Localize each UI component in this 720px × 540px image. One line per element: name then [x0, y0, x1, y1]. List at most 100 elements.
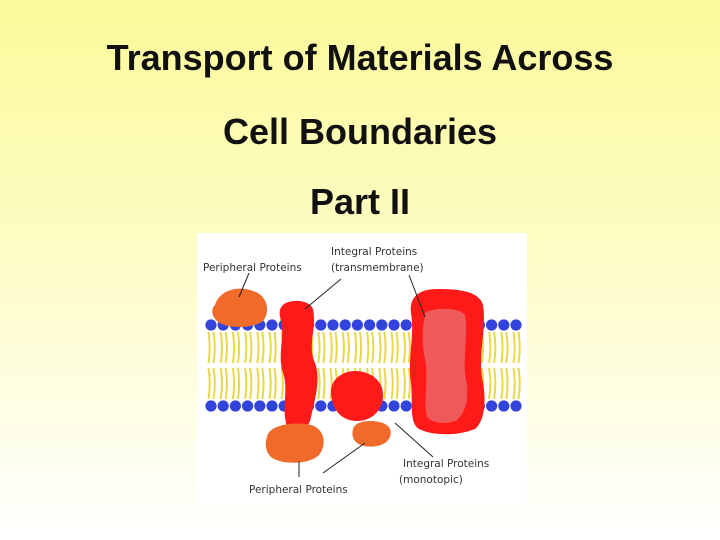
leader-line-integral-transmembrane-left	[305, 279, 341, 309]
peripheral-protein-bottom	[266, 424, 324, 463]
phospholipid-tail	[501, 368, 502, 399]
phospholipid-head	[486, 319, 497, 330]
phospholipid-tail	[519, 332, 520, 363]
phospholipid-tail	[506, 368, 507, 399]
phospholipid-tail	[318, 332, 319, 363]
integral-protein-transmembrane-left	[280, 301, 318, 431]
phospholipid-tail	[262, 368, 263, 399]
phospholipid-tail	[250, 368, 251, 399]
phospholipid-tail	[209, 368, 210, 399]
phospholipid-head	[266, 319, 277, 330]
phospholipid-tail	[270, 368, 271, 399]
phospholipid-tail	[323, 332, 324, 363]
phospholipid-tail	[233, 332, 234, 363]
slide-title-line-1: Transport of Materials Across	[0, 40, 720, 76]
phospholipid-tail	[409, 332, 410, 363]
label-integral-proteins-bottom-line1: Integral Proteins	[403, 458, 489, 470]
phospholipid-tail	[282, 368, 283, 399]
phospholipid-head	[352, 319, 363, 330]
phospholipid-tail	[226, 332, 227, 363]
phospholipid-tail	[238, 368, 239, 399]
phospholipid-tail	[257, 368, 258, 399]
integral-protein-channel-highlight	[423, 309, 468, 423]
phospholipid-tail	[489, 368, 490, 399]
phospholipid-tail	[404, 332, 405, 363]
phospholipid-head	[315, 319, 326, 330]
phospholipid-tail	[270, 332, 271, 363]
phospholipid-tail	[392, 368, 393, 399]
phospholipid-tail	[233, 368, 234, 399]
phospholipid-head	[401, 400, 412, 411]
phospholipid-head	[315, 400, 326, 411]
phospholipid-tail	[506, 332, 507, 363]
phospholipid-head	[242, 400, 253, 411]
phospholipid-head	[388, 319, 399, 330]
phospholipid-head	[205, 319, 216, 330]
slide-title-line-2: Cell Boundaries	[0, 114, 720, 150]
phospholipid-tail	[336, 332, 337, 363]
phospholipid-tail	[250, 332, 251, 363]
phospholipid-tail	[238, 332, 239, 363]
phospholipid-tail	[379, 332, 380, 363]
phospholipid-head	[254, 400, 265, 411]
phospholipid-head	[266, 400, 277, 411]
label-integral-proteins-bottom-line2: (monotopic)	[399, 474, 463, 486]
phospholipid-head	[510, 400, 521, 411]
phospholipid-head	[498, 400, 509, 411]
phospholipid-head	[388, 400, 399, 411]
phospholipid-tail	[331, 332, 332, 363]
phospholipid-head	[205, 400, 216, 411]
phospholipid-tail	[323, 368, 324, 399]
phospholipid-head	[486, 400, 497, 411]
phospholipid-tail	[514, 368, 515, 399]
phospholipid-tail	[275, 368, 276, 399]
phospholipid-head	[364, 319, 375, 330]
phospholipid-tail	[214, 368, 215, 399]
phospholipid-head	[230, 400, 241, 411]
label-peripheral-proteins-bottom: Peripheral Proteins	[249, 484, 348, 496]
phospholipid-tail	[245, 368, 246, 399]
phospholipid-tail	[501, 332, 502, 363]
phospholipid-tail	[489, 332, 490, 363]
phospholipid-head	[376, 319, 387, 330]
phospholipid-tail	[384, 368, 385, 399]
phospholipid-tail	[262, 332, 263, 363]
phospholipid-tail	[355, 332, 356, 363]
label-peripheral-proteins-top: Peripheral Proteins	[203, 262, 302, 274]
label-integral-proteins-top-line2: (transmembrane)	[331, 262, 424, 274]
phospholipid-tail	[494, 368, 495, 399]
cell-membrane-diagram: Peripheral Proteins Integral Proteins (t…	[197, 233, 527, 503]
phospholipid-tail	[221, 368, 222, 399]
phospholipid-tail	[494, 332, 495, 363]
phospholipid-tail	[397, 368, 398, 399]
phospholipid-tail	[409, 368, 410, 399]
phospholipid-tail	[343, 332, 344, 363]
label-integral-proteins-top-line1: Integral Proteins	[331, 246, 417, 258]
phospholipid-tail	[384, 332, 385, 363]
phospholipid-tail	[245, 332, 246, 363]
phospholipid-tail	[514, 332, 515, 363]
phospholipid-head	[510, 319, 521, 330]
integral-protein-monotopic	[331, 371, 383, 421]
phospholipid-tail	[221, 332, 222, 363]
peripheral-protein-monotopic-cap	[352, 421, 390, 447]
phospholipid-tail	[392, 332, 393, 363]
phospholipid-tail	[348, 332, 349, 363]
phospholipid-tail	[372, 332, 373, 363]
slide-title-line-3: Part II	[0, 184, 720, 220]
phospholipid-tail	[397, 332, 398, 363]
phospholipid-head	[498, 319, 509, 330]
phospholipid-tail	[404, 368, 405, 399]
phospholipid-tail	[226, 368, 227, 399]
leader-line-peripheral-monotopic	[323, 443, 365, 473]
phospholipid-head	[218, 400, 229, 411]
phospholipid-tail	[209, 332, 210, 363]
membrane-svg: Peripheral Proteins Integral Proteins (t…	[197, 233, 527, 503]
phospholipid-tail	[519, 368, 520, 399]
phospholipid-head	[340, 319, 351, 330]
phospholipid-tail	[360, 332, 361, 363]
phospholipid-head	[327, 319, 338, 330]
phospholipid-tail	[367, 332, 368, 363]
phospholipid-head	[401, 319, 412, 330]
phospholipid-tail	[257, 332, 258, 363]
